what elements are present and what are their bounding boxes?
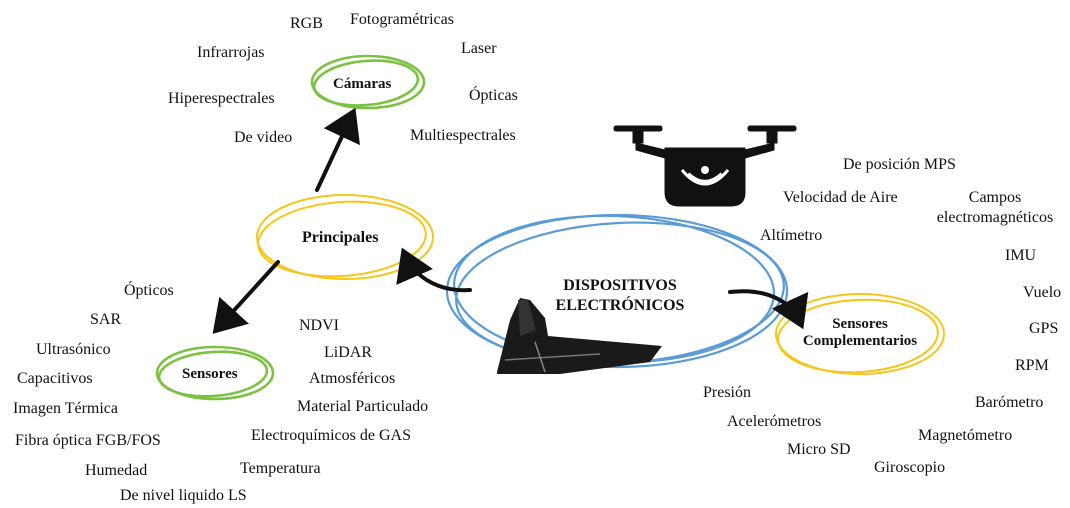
sensores-ellipse [155,345,275,401]
sensores-item: Fibra óptica FGB/FOS [15,432,161,449]
fixed-wing-drone-icon [497,298,662,374]
complementarios-item: Barómetro [975,394,1044,411]
sensores-item: Ópticos [124,282,174,299]
sensores-item: NDVI [299,317,339,334]
arrow-center-to-complementarios [728,289,809,330]
arrow-principales-to-sensores [212,260,280,334]
camaras-item: RGB [290,15,323,32]
sensores-label: Sensores [182,366,238,382]
camaras-ellipse [310,54,426,110]
camaras-item: De video [234,129,293,146]
camaras-item: Multiespectrales [410,127,516,144]
sensores-item: Ultrasónico [36,341,111,358]
sensores-item: Humedad [85,462,148,479]
complementarios-item: Acelerómetros [727,413,822,430]
complementarios-item: Velocidad de Aire [783,189,898,206]
center-node-line2: ELECTRÓNICOS [555,297,685,314]
complementarios-item: GPS [1029,320,1059,337]
complementarios-item: Magnetómetro [918,427,1013,444]
complementarios-item: Micro SD [787,441,851,458]
camaras-item: Hiperespectrales [168,90,275,107]
principales-ellipse [256,194,434,280]
sensores-item: Material Particulado [297,398,429,415]
principales-label: Principales [302,229,379,246]
complementarios-item-campos: Campos electromagnéticos [925,188,1065,228]
camaras-label: Cámaras [333,76,392,92]
complementarios-ellipse [775,293,945,375]
quadcopter-drone-icon [613,125,797,207]
sensores-item: Capacitivos [17,370,93,387]
arrow-principales-to-camaras [315,107,360,192]
sensores-item: De nivel liquido LS [120,487,247,504]
camaras-item: Fotogramétricas [350,11,454,28]
arrows [212,107,809,334]
complementarios-item: Altímetro [760,227,823,244]
campos-line2: electromagnéticos [936,209,1054,226]
complementarios-label: Sensores Complementarios [798,316,922,349]
center-node-line1: DISPOSITIVOS [563,277,677,294]
camaras-item: Infrarrojas [197,44,265,61]
complementarios-item: Presión [703,384,751,401]
campos-line1: Campos [968,189,1022,206]
complementarios-item: RPM [1015,357,1049,374]
complementarios-item: Giroscopio [874,459,946,476]
complementarios-line2: Complementarios [802,332,918,349]
complementarios-line1: Sensores [832,316,888,332]
sensores-item: LiDAR [324,344,372,361]
sensores-item: SAR [90,311,122,328]
complementarios-item: De posición MPS [843,156,956,173]
sensores-item: Imagen Térmica [13,400,118,417]
sensores-item: Temperatura [240,460,321,477]
center-node-label: DISPOSITIVOS ELECTRÓNICOS [520,276,720,316]
sensores-item: Atmosféricos [309,370,396,387]
camaras-item: Laser [461,40,497,57]
complementarios-item: Vuelo [1023,284,1062,301]
sensores-item: Electroquímicos de GAS [251,427,411,444]
arrow-center-to-principales [396,247,472,293]
complementarios-item: IMU [1005,247,1037,264]
camaras-item: Ópticas [469,87,518,104]
